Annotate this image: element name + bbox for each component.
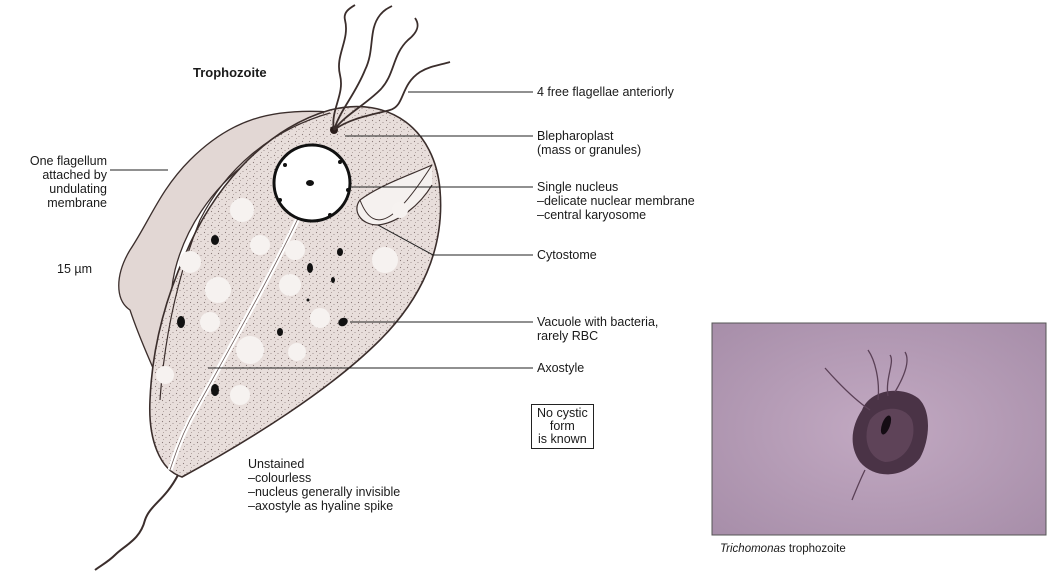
label-vacuole: Vacuole with bacteria, rarely RBC xyxy=(537,315,658,343)
label-blepharoplast-line2: (mass or granules) xyxy=(537,143,641,157)
label-blepharoplast: Blepharoplast (mass or granules) xyxy=(537,129,641,157)
posterior-flagellum xyxy=(95,475,178,570)
photo-caption-rest: trophozoite xyxy=(786,543,846,555)
unstained-line2: –colourless xyxy=(248,471,400,485)
note-box-line3: is known xyxy=(537,433,588,446)
karyosome xyxy=(306,180,314,186)
label-nucleus-line3: –central karyosome xyxy=(537,208,695,222)
label-blepharoplast-line1: Blepharoplast xyxy=(537,129,641,143)
label-nucleus-line2: –delicate nuclear membrane xyxy=(537,194,695,208)
label-membrane-line3: undulating xyxy=(0,182,107,196)
label-cytostome: Cytostome xyxy=(537,248,597,262)
label-vacuole-line1: Vacuole with bacteria, xyxy=(537,315,658,329)
photo-caption: Trichomonas trophozoite xyxy=(720,542,846,556)
label-undulating-membrane: One flagellum attached by undulating mem… xyxy=(0,154,107,210)
label-size: 15 µm xyxy=(57,262,92,276)
diagram-title: Trophozoite xyxy=(193,66,267,80)
unstained-line3: –nucleus generally invisible xyxy=(248,485,400,499)
unstained-line1: Unstained xyxy=(248,457,400,471)
label-flagella: 4 free flagellae anteriorly xyxy=(537,85,674,99)
label-membrane-line4: membrane xyxy=(0,196,107,210)
label-nucleus: Single nucleus –delicate nuclear membran… xyxy=(537,180,695,222)
photo-caption-genus: Trichomonas xyxy=(720,543,786,555)
label-axostyle: Axostyle xyxy=(537,361,584,375)
unstained-line4: –axostyle as hyaline spike xyxy=(248,499,400,513)
label-membrane-line1: One flagellum xyxy=(0,154,107,168)
note-box: No cystic form is known xyxy=(531,404,594,449)
label-vacuole-line2: rarely RBC xyxy=(537,329,658,343)
unstained-notes: Unstained –colourless –nucleus generally… xyxy=(248,457,400,513)
label-nucleus-line1: Single nucleus xyxy=(537,180,695,194)
label-membrane-line2: attached by xyxy=(0,168,107,182)
